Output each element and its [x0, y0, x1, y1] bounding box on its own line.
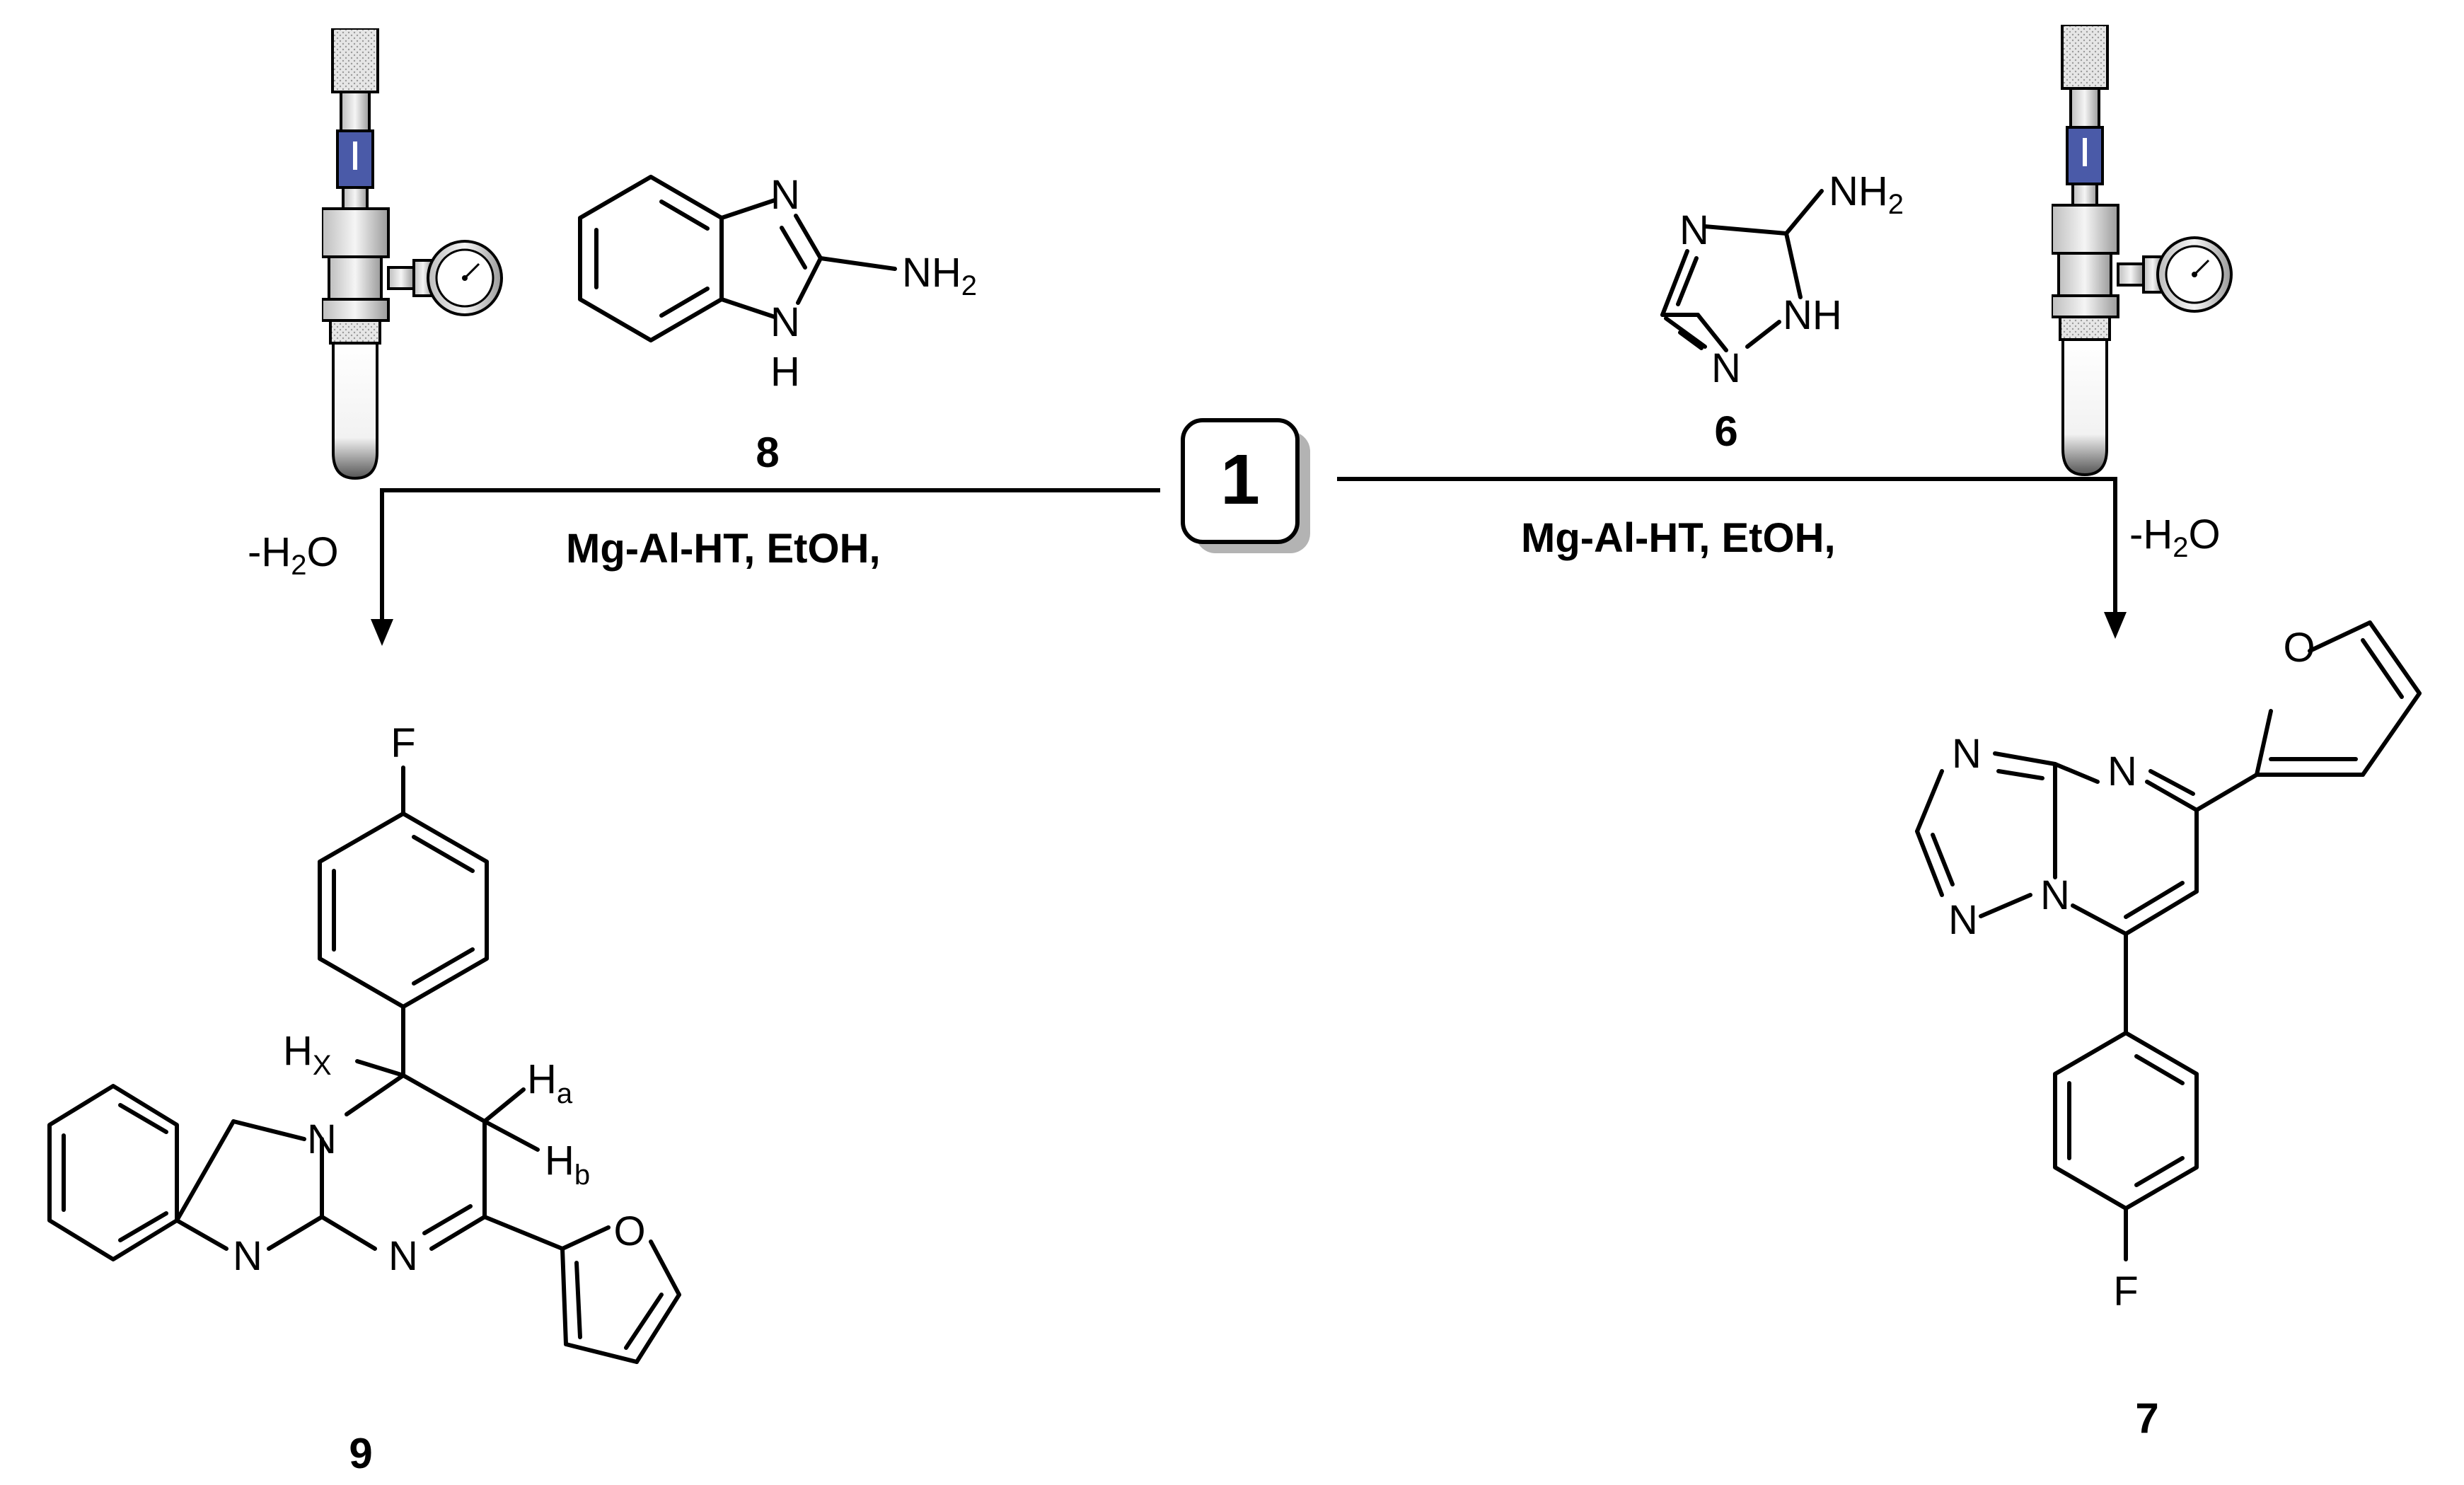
svg-text:N: N — [233, 1233, 262, 1279]
svg-text:Hb: Hb — [545, 1138, 590, 1191]
reagent-8-label: 8 — [756, 429, 779, 476]
product-9-label: 9 — [349, 1430, 372, 1477]
left-conditions: Mg-Al-HT, EtOH, — [566, 526, 881, 572]
svg-text:-H2O: -H2O — [248, 529, 339, 581]
right-byproduct-water: -H2O — [2129, 512, 2221, 563]
right-pressure-vessel-icon — [2052, 25, 2233, 476]
left-pressure-vessel-icon — [322, 28, 503, 480]
reagent-6-structure: N NH2 NH N — [1660, 168, 1904, 391]
svg-text:N: N — [1679, 207, 1709, 253]
reagent-6-label: 6 — [1714, 408, 1737, 455]
left-reaction-arrow — [371, 488, 1160, 646]
left-byproduct-water: -H2O — [248, 529, 339, 581]
svg-text:H: H — [770, 349, 800, 395]
svg-text:NH2: NH2 — [902, 250, 977, 301]
svg-text:N: N — [770, 299, 800, 345]
compound-1-box: 1 — [1181, 418, 1310, 553]
svg-text:N: N — [770, 172, 800, 218]
svg-text:-H2O: -H2O — [2129, 512, 2221, 563]
product-7-label: 7 — [2135, 1394, 2158, 1442]
svg-text:F: F — [391, 720, 415, 766]
svg-text:N: N — [2040, 872, 2070, 918]
product-7-structure: O N N N N F — [1915, 620, 2422, 1314]
svg-text:O: O — [2283, 625, 2315, 671]
right-reaction-arrow — [1337, 477, 2127, 639]
svg-text:Ha: Ha — [527, 1056, 573, 1109]
svg-text:NH2: NH2 — [1829, 168, 1904, 220]
svg-text:N: N — [2107, 749, 2137, 794]
reagent-8-structure: N NH2 N H — [578, 172, 977, 395]
compound-1-label: 1 — [1220, 440, 1260, 519]
svg-text:F: F — [2113, 1269, 2138, 1314]
svg-text:N: N — [1711, 345, 1741, 391]
right-conditions: Mg-Al-HT, EtOH, — [1521, 515, 1836, 561]
product-9-structure: F HX Ha Hb N N N O — [47, 720, 681, 1364]
svg-text:HX: HX — [283, 1028, 332, 1081]
svg-text:O: O — [613, 1208, 645, 1254]
svg-text:N: N — [1952, 731, 1982, 777]
svg-text:NH: NH — [1783, 292, 1842, 338]
svg-text:N: N — [1948, 897, 1978, 943]
svg-text:N: N — [388, 1233, 418, 1279]
svg-text:N: N — [307, 1116, 337, 1162]
